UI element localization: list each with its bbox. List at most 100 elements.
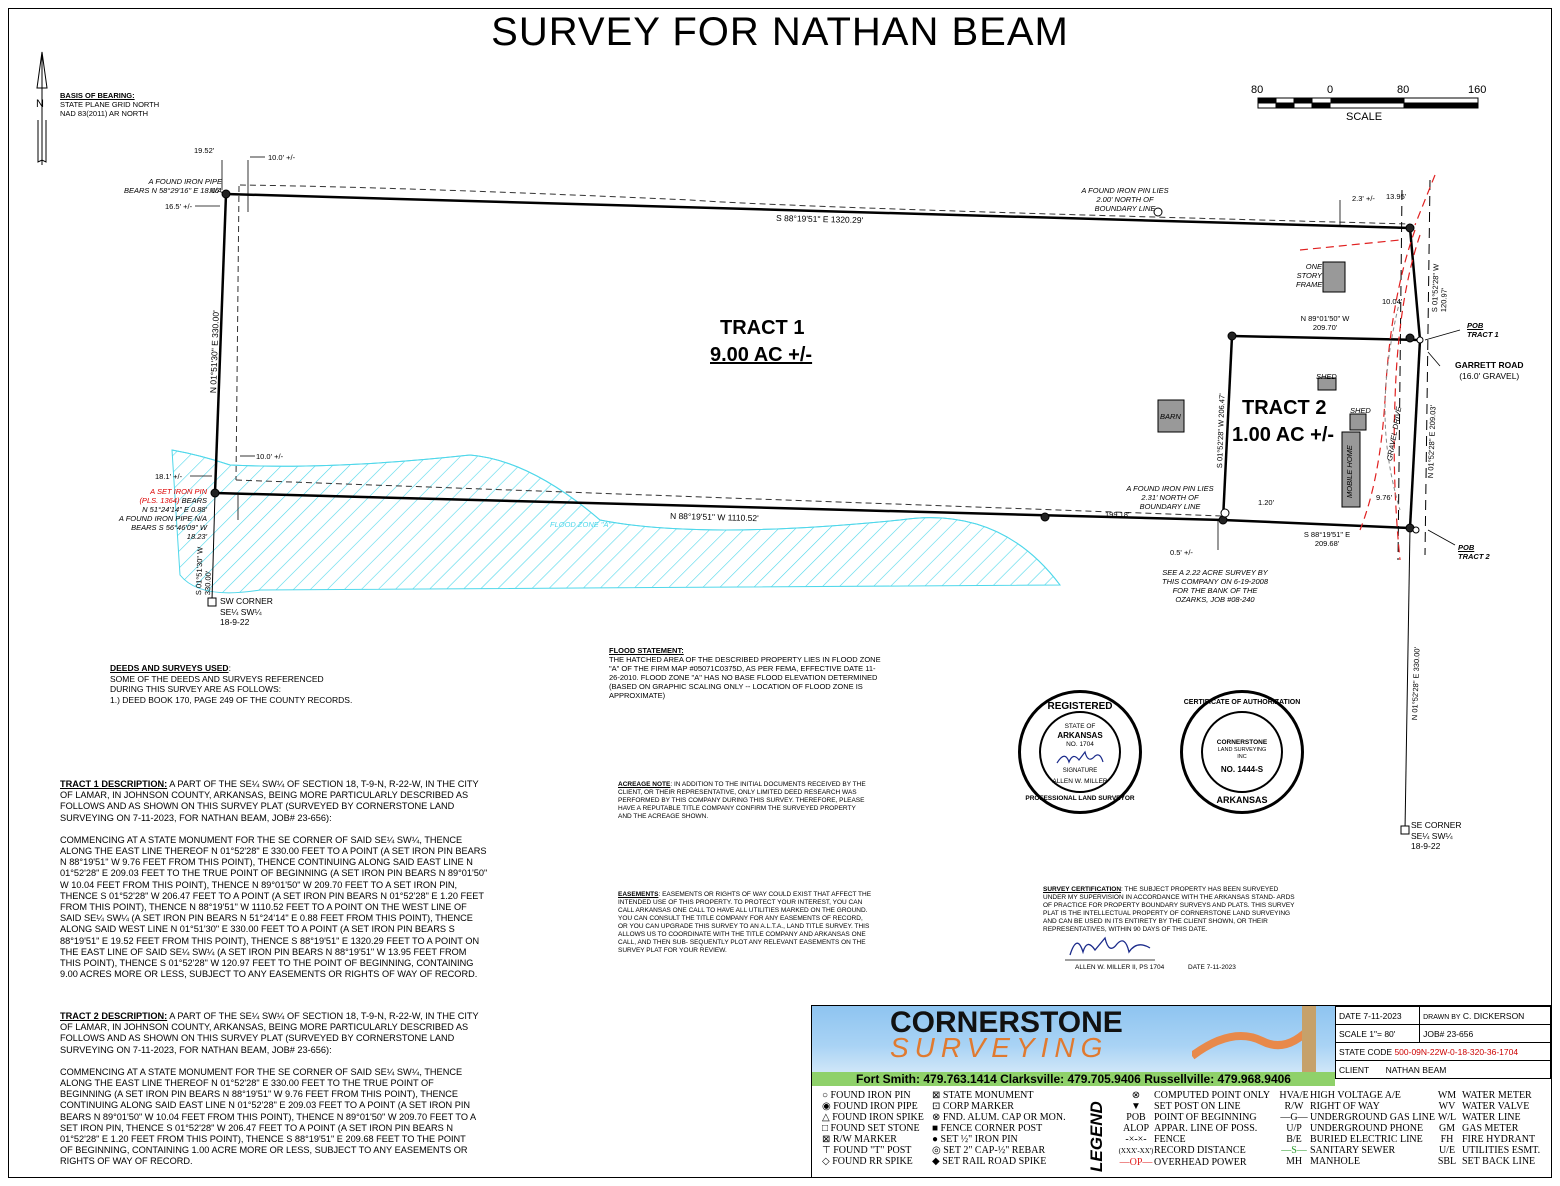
- tract2-desc-p2: COMMENCING AT A STATE MONUMENT FOR THE S…: [60, 1066, 476, 1167]
- label-east-top-dist: 120.97': [1439, 287, 1449, 313]
- tb-scale-label: SCALE: [1339, 1028, 1367, 1039]
- label-set-pin-pls: (PLS. 1364): [139, 496, 180, 505]
- label-see-4: OZARKS, JOB #08-240: [1175, 595, 1255, 604]
- label-181: 18.1' +/-: [155, 472, 183, 481]
- overhead-power-lines: [1299, 174, 1436, 561]
- easements-note: EASEMENTS: EASEMENTS OR RIGHTS OF WAY CO…: [618, 891, 872, 955]
- label-barn: BARN: [1160, 412, 1181, 421]
- legend-found-iron-pin: FOUND IRON PIN: [830, 1090, 911, 1101]
- legend-high-voltage: HIGH VOLTAGE A/E: [1310, 1090, 1401, 1101]
- label-se-corner-2: SE¼ SW¼: [1411, 830, 1453, 841]
- label-one-story: ONE STORY FRAME: [1296, 262, 1322, 289]
- label-pipe-nw-bears: BEARS N 58°29'16" E 18.66': [124, 186, 221, 195]
- label-sw-corner: SW CORNER SE¼ SW¼ 18-9-22: [220, 596, 273, 628]
- legend-sanitary-sewer: SANITARY SEWER: [1310, 1145, 1396, 1156]
- legend-found-iron-spike: FOUND IRON SPIKE: [832, 1112, 924, 1123]
- label-found-pin-top-2: 2.00' NORTH OF: [1096, 195, 1154, 204]
- label-garrett-road: GARRETT ROAD (16.0' GRAVEL): [1455, 360, 1523, 381]
- legend-row-1-5: ⊠ R/W MARKER: [822, 1134, 897, 1145]
- easements-body: : EASEMENTS OR RIGHTS OF WAY COULD EXIST…: [618, 891, 872, 954]
- tract1-desc-p1: A PART OF THE SE¼ SW¼ OF SECTION 18, T-9…: [60, 779, 479, 823]
- legend-col1: ○ FOUND IRON PIN ◉ FOUND IRON PIPE △ FOU…: [822, 1090, 924, 1167]
- legend-set-rr-spike: SET RAIL ROAD SPIKE: [942, 1156, 1047, 1167]
- deeds-heading: DEEDS AND SURVEYS USED: [110, 663, 229, 673]
- legend-up-abbr: U/P: [1286, 1123, 1302, 1134]
- label-1952: 19.52': [194, 146, 215, 155]
- legend-row-1-7: ◇ FOUND RR SPIKE: [822, 1156, 913, 1167]
- basis-heading: BASIS OF BEARING:: [60, 91, 135, 100]
- legend-row-4-1: HVA/EHIGH VOLTAGE A/E: [1278, 1090, 1435, 1101]
- scale-tick-80: 80: [1397, 84, 1410, 96]
- label-flood-zone: FLOOD ZONE "A": [550, 520, 612, 529]
- label-one-story-1: ONE: [1305, 262, 1322, 271]
- legend-gas-line: UNDERGROUND GAS LINE: [1310, 1112, 1435, 1123]
- label-found-pin-top-1: A FOUND IRON PIN LIES: [1081, 186, 1169, 195]
- scale-bar: [1257, 97, 1479, 109]
- tb-scale: SCALE 1"= 80': [1334, 1024, 1421, 1043]
- certificate-of-authorization-seal: CERTIFICATE OF AUTHORIZATION ARKANSAS CO…: [1180, 690, 1304, 814]
- label-05: 0.5' +/-: [1170, 548, 1193, 557]
- seal1-signature-scribble: [1056, 750, 1104, 764]
- label-pob-tract2: POB TRACT 2: [1458, 543, 1490, 561]
- tract1-boundary: [213, 192, 1422, 522]
- seal2-top: CERTIFICATE OF AUTHORIZATION: [1183, 699, 1301, 706]
- legend-row-2-7: ◆ SET RAIL ROAD SPIKE: [932, 1156, 1047, 1167]
- survey-pins: [207, 189, 1424, 835]
- label-10ft-top: 10.0' +/-: [268, 153, 296, 162]
- tb-state-code: STATE CODE 500-09N-22W-0-18-320-36-1704: [1335, 1042, 1551, 1061]
- legend-hva-abbr: HVA/E: [1279, 1090, 1309, 1101]
- label-top-bearing: S 88°19'51" E 1320.29': [775, 212, 864, 226]
- label-976: 9.76': [1376, 493, 1393, 502]
- label-19918: 199.18': [1105, 510, 1130, 519]
- deeds-line2: DURING THIS SURVEY ARE AS FOLLOWS:: [110, 684, 281, 694]
- title-block: [811, 1005, 1552, 1178]
- north-label: N: [36, 98, 44, 110]
- legend-row-4-6: —S—SANITARY SEWER: [1281, 1145, 1396, 1156]
- flood-zone-boundary: [171, 449, 1061, 586]
- legend-rw-marker: R/W MARKER: [832, 1134, 897, 1145]
- deeds-block: DEEDS AND SURVEYS USED: SOME OF THE DEED…: [110, 663, 353, 705]
- legend-pob-abbr: POB: [1126, 1112, 1146, 1123]
- label-found-pin-top: A FOUND IRON PIN LIES 2.00' NORTH OF BOU…: [1075, 186, 1175, 213]
- tb-client-label: CLIENT: [1339, 1064, 1370, 1075]
- tract1-desc-p2: COMMENCING AT A STATE MONUMENT FOR THE S…: [60, 834, 488, 980]
- legend-alum-cap: FND. ALUM. CAP OR MON.: [942, 1112, 1066, 1123]
- deeds-line3: 1.) DEED BOOK 170, PAGE 249 OF THE COUNT…: [110, 694, 353, 705]
- label-set-pin-3: N 51°24'14" E 0.88': [142, 505, 207, 514]
- label-found-pin-bot: A FOUND IRON PIN LIES 2.31' NORTH OF BOU…: [1120, 484, 1220, 511]
- tract1-area: 9.00 AC +/-: [710, 344, 813, 366]
- legend-col3: ⊗COMPUTED POINT ONLY ▼SET POST ON LINE P…: [1118, 1090, 1270, 1168]
- certification-signature: [1065, 936, 1155, 961]
- legend-row-3-5: -×-×-FENCE: [1125, 1134, 1186, 1145]
- barn-building: [1157, 399, 1185, 433]
- legend-point-of-beginning: POINT OF BEGINNING: [1154, 1112, 1257, 1123]
- seal1-no: NO. 1704: [1066, 741, 1094, 748]
- legend-set-back-line: SET BACK LINE: [1462, 1156, 1536, 1167]
- tb-date-label: DATE: [1339, 1010, 1362, 1021]
- legend-record-distance: RECORD DISTANCE: [1154, 1145, 1246, 1156]
- legend-found-set-stone: FOUND SET STONE: [830, 1123, 920, 1134]
- label-sw-dist: 330.00': [203, 570, 213, 596]
- drawing-frame: [8, 8, 1552, 1178]
- tract1-name: TRACT 1: [720, 317, 805, 339]
- tb-job-value: 23-656: [1446, 1028, 1474, 1039]
- legend-water-valve: WATER VALVE: [1462, 1101, 1530, 1112]
- tract2-boundary: [1222, 339, 1422, 530]
- legend-corp-marker: CORP MARKER: [942, 1101, 1014, 1112]
- label-pob2-tract: TRACT 2: [1458, 552, 1490, 561]
- seal1-name: ALLEN W. MILLER: [1052, 778, 1108, 785]
- label-see-1: SEE A 2.22 ACRE SURVEY BY: [1162, 568, 1268, 577]
- tb-client-value: NATHAN BEAM: [1385, 1064, 1447, 1075]
- label-sw-corner-3: 18-9-22: [220, 617, 250, 627]
- legend-wl-abbr: W/L: [1437, 1112, 1457, 1123]
- label-sw-corner-1: SW CORNER: [220, 596, 273, 606]
- seal1-bottom: PROFESSIONAL LAND SURVEYOR: [1025, 795, 1135, 802]
- legend-wm-abbr: WM: [1437, 1090, 1457, 1101]
- label-set-pin-5: BEARS S 56°46'09" W 18.23': [131, 523, 207, 541]
